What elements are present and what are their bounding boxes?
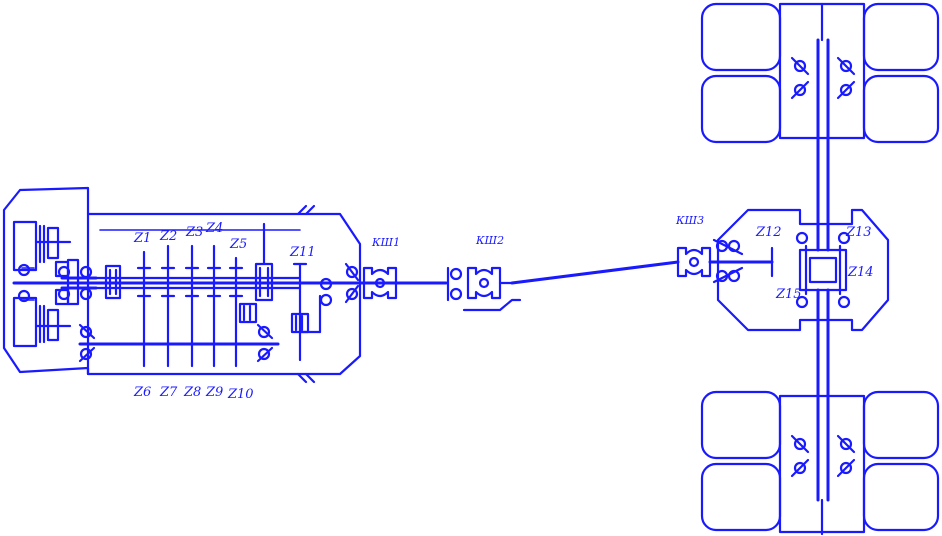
wheels <box>700 2 940 532</box>
label-z14: Z14 <box>847 265 874 280</box>
joint-labels: КШ1 КШ2 КШ3 <box>371 214 704 249</box>
label-z6: Z6 <box>133 385 151 400</box>
label-z8: Z8 <box>183 385 201 400</box>
label-z7: Z7 <box>159 385 178 400</box>
universal-joint-1 <box>358 266 448 300</box>
label-z4: Z4 <box>205 221 223 236</box>
label-z12: Z12 <box>755 225 782 240</box>
wheel-top-right-outer <box>862 2 940 72</box>
label-z5: Z5 <box>229 237 247 252</box>
label-z13: Z13 <box>845 225 872 240</box>
label-ksh3: КШ3 <box>675 214 704 227</box>
gear-labels: Z1 Z2 Z3 Z4 Z5 Z6 Z7 Z8 Z9 Z10 Z11 Z12 Z… <box>133 221 874 402</box>
main-shaft <box>12 229 362 290</box>
wheel-bottom-left-inner <box>700 390 782 460</box>
label-z1: Z1 <box>133 231 151 246</box>
label-z2: Z2 <box>159 229 177 244</box>
clutch-assembly <box>12 220 98 348</box>
label-z9: Z9 <box>205 385 223 400</box>
pinion-bearings <box>708 238 774 284</box>
gearbox-housing <box>2 186 362 376</box>
wheel-top-left-outer <box>700 2 782 72</box>
universal-joint-3 <box>676 246 712 278</box>
label-z15: Z15 <box>775 287 802 302</box>
universal-joint-2 <box>446 266 522 312</box>
label-ksh1: КШ1 <box>371 236 400 249</box>
label-z3: Z3 <box>185 225 203 240</box>
label-z10: Z10 <box>227 387 254 402</box>
half-shafts <box>816 2 830 536</box>
gear-set <box>104 222 274 368</box>
label-z11: Z11 <box>289 245 316 260</box>
wheel-bottom-left-outer <box>700 462 782 532</box>
wheel-bottom-right-inner <box>862 390 940 460</box>
countershaft <box>78 323 280 363</box>
wheel-top-left-inner <box>700 74 782 144</box>
wheel-top-right-inner <box>862 74 940 144</box>
axle-housing <box>716 208 890 332</box>
wheel-bottom-right-outer <box>862 462 940 532</box>
differential <box>795 231 851 309</box>
output-section <box>290 204 360 384</box>
label-ksh2: КШ2 <box>475 234 504 247</box>
propeller-shaft <box>510 260 680 285</box>
